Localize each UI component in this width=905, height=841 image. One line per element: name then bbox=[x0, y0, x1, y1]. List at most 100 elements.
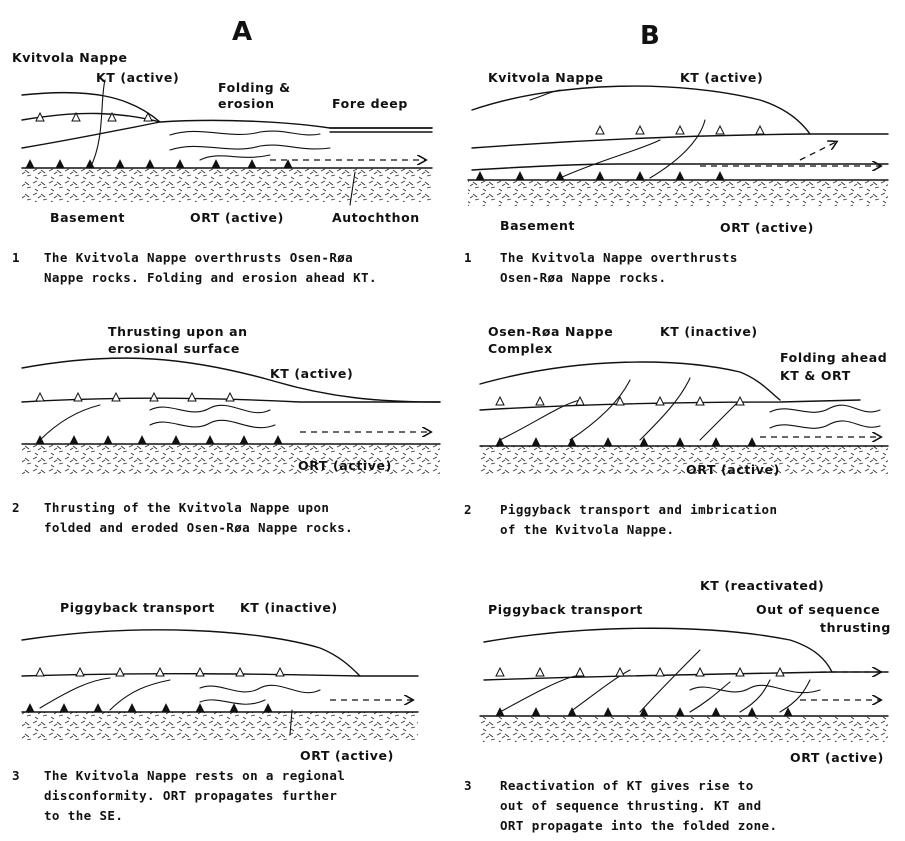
kt-thrust-tooth bbox=[736, 397, 744, 405]
label-kvitvola-nappe: Kvitvola Nappe bbox=[488, 70, 604, 85]
kt-thrust-tooth bbox=[236, 668, 244, 676]
kt-thrust-tooth bbox=[756, 126, 764, 134]
kt-thrust-tooth bbox=[616, 397, 624, 405]
label-kt-active: KT (active) bbox=[680, 70, 763, 85]
ort-thrust-tooth bbox=[532, 438, 540, 446]
label-folding-ahead: Folding ahead bbox=[780, 350, 887, 365]
ort-thrust-tooth bbox=[476, 172, 484, 180]
ort-thrust-tooth bbox=[596, 172, 604, 180]
ort-thrust-tooth bbox=[712, 438, 720, 446]
caption-line: ORT propagate into the folded zone. bbox=[500, 818, 777, 833]
kt-thrust-tooth bbox=[196, 668, 204, 676]
caption-number: 3 bbox=[464, 778, 472, 793]
label-ort-active: ORT (active) bbox=[190, 210, 284, 225]
label-kvitvola-nappe: Kvitvola Nappe bbox=[12, 50, 128, 65]
panel-b1-cross-section bbox=[468, 86, 888, 206]
ort-thrust-tooth bbox=[116, 160, 124, 168]
caption-number: 1 bbox=[12, 250, 20, 265]
ort-thrust-tooth bbox=[676, 438, 684, 446]
kt-thrust-tooth bbox=[676, 126, 684, 134]
label-osen-roa-nappe: Osen-Røa Nappe bbox=[488, 324, 613, 339]
label-piggyback: Piggyback transport bbox=[488, 602, 643, 617]
caption-line: disconformity. ORT propagates further bbox=[44, 788, 337, 803]
caption-line: Thrusting of the Kvitvola Nappe upon bbox=[44, 500, 329, 515]
caption-line: of the Kvitvola Nappe. bbox=[500, 522, 674, 537]
caption-number: 2 bbox=[464, 502, 472, 517]
ort-thrust-tooth bbox=[636, 172, 644, 180]
kt-thrust-tooth bbox=[776, 668, 784, 676]
ort-thrust-tooth bbox=[712, 708, 720, 716]
ort-thrust-tooth bbox=[568, 438, 576, 446]
label-piggyback: Piggyback transport bbox=[60, 600, 215, 615]
kt-thrust-tooth bbox=[536, 668, 544, 676]
label-complex: Complex bbox=[488, 341, 553, 356]
panel-a3-cross-section bbox=[22, 630, 418, 740]
kt-thrust-tooth bbox=[156, 668, 164, 676]
panel-b3-cross-section bbox=[480, 628, 888, 742]
ort-thrust-tooth bbox=[172, 436, 180, 444]
label-folding: Folding & bbox=[218, 80, 291, 95]
ort-thrust-tooth bbox=[556, 172, 564, 180]
caption-line: The Kvitvola Nappe rests on a regional bbox=[44, 768, 345, 783]
caption-line: The Kvitvola Nappe overthrusts Osen-Røa bbox=[44, 250, 353, 265]
panel-a2-cross-section bbox=[22, 358, 440, 474]
label-kt-reactivated: KT (reactivated) bbox=[700, 578, 824, 593]
caption-number: 3 bbox=[12, 768, 20, 783]
ort-thrust-tooth bbox=[640, 708, 648, 716]
kt-thrust-tooth bbox=[496, 397, 504, 405]
ort-thrust-tooth bbox=[716, 172, 724, 180]
ort-thrust-tooth bbox=[604, 708, 612, 716]
label-fore-deep: Fore deep bbox=[332, 96, 408, 111]
ort-thrust-tooth bbox=[70, 436, 78, 444]
kt-thrust-tooth bbox=[188, 393, 196, 401]
kt-thrust-tooth bbox=[74, 393, 82, 401]
caption-line: Piggyback transport and imbrication bbox=[500, 502, 777, 517]
label-ort-active: ORT (active) bbox=[300, 748, 394, 763]
label-thrusting-upon: Thrusting upon an bbox=[108, 324, 248, 339]
ort-thrust-tooth bbox=[748, 708, 756, 716]
label-erosional-surface: erosional surface bbox=[108, 341, 240, 356]
ort-thrust-tooth bbox=[138, 436, 146, 444]
caption-line: The Kvitvola Nappe overthrusts bbox=[500, 250, 738, 265]
label-erosion: erosion bbox=[218, 96, 275, 111]
ort-thrust-tooth bbox=[162, 704, 170, 712]
ort-thrust-tooth bbox=[128, 704, 136, 712]
ort-thrust-tooth bbox=[212, 160, 220, 168]
ort-thrust-tooth bbox=[26, 704, 34, 712]
kt-thrust-tooth bbox=[616, 668, 624, 676]
kt-thrust-tooth bbox=[226, 393, 234, 401]
kt-thrust-tooth bbox=[716, 126, 724, 134]
ort-thrust-tooth bbox=[94, 704, 102, 712]
ort-thrust-tooth bbox=[264, 704, 272, 712]
label-autochthon: Autochthon bbox=[332, 210, 420, 225]
kt-thrust-tooth bbox=[36, 668, 44, 676]
ort-thrust-tooth bbox=[532, 708, 540, 716]
kt-thrust-tooth bbox=[76, 668, 84, 676]
ort-thrust-tooth bbox=[516, 172, 524, 180]
caption-line: folded and eroded Osen-Røa Nappe rocks. bbox=[44, 520, 353, 535]
kt-thrust-tooth bbox=[636, 126, 644, 134]
kt-thrust-tooth bbox=[576, 668, 584, 676]
label-kt-inactive: KT (inactive) bbox=[660, 324, 758, 339]
kt-thrust-tooth bbox=[150, 393, 158, 401]
column-header-b: B bbox=[640, 21, 660, 51]
ort-thrust-tooth bbox=[240, 436, 248, 444]
caption-line: out of sequence thrusting. KT and bbox=[500, 798, 762, 813]
ort-thrust-tooth bbox=[274, 436, 282, 444]
ort-thrust-tooth bbox=[568, 708, 576, 716]
label-ort-active: ORT (active) bbox=[720, 220, 814, 235]
caption-number: 1 bbox=[464, 250, 472, 265]
label-kt-inactive: KT (inactive) bbox=[240, 600, 338, 615]
label-ort-active: ORT (active) bbox=[790, 750, 884, 765]
label-kt-active: KT (active) bbox=[270, 366, 353, 381]
caption-number: 2 bbox=[12, 500, 20, 515]
label-thrusting: thrusting bbox=[820, 620, 891, 635]
kt-thrust-tooth bbox=[656, 397, 664, 405]
ort-thrust-tooth bbox=[176, 160, 184, 168]
ort-thrust-tooth bbox=[146, 160, 154, 168]
caption-line: Reactivation of KT gives rise to bbox=[500, 778, 754, 793]
ort-thrust-tooth bbox=[206, 436, 214, 444]
ort-thrust-tooth bbox=[284, 160, 292, 168]
ort-thrust-tooth bbox=[26, 160, 34, 168]
